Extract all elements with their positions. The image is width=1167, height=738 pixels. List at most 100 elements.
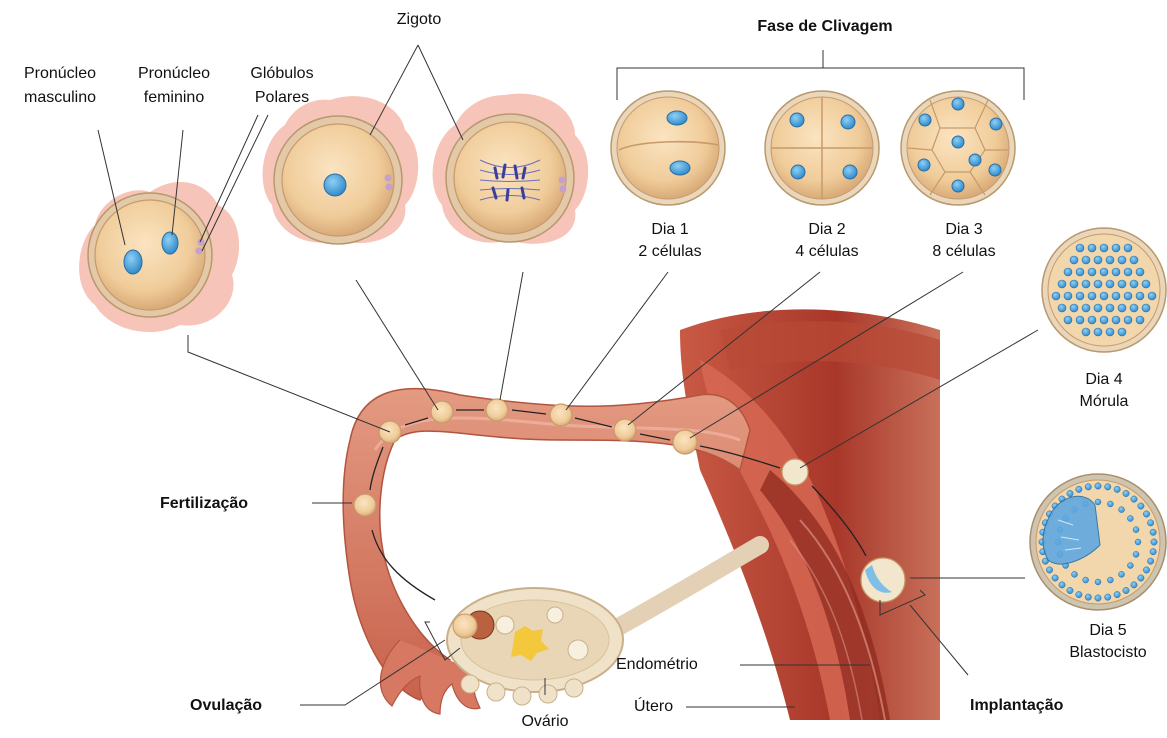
trophoblast-nucleus <box>1085 484 1091 490</box>
trophoblast-nucleus <box>1095 483 1101 489</box>
cell-nucleus <box>1100 292 1108 300</box>
trophoblast-nucleus <box>1123 587 1129 593</box>
trophoblast-nucleus <box>1147 520 1153 526</box>
trophoblast-nucleus <box>1143 567 1149 573</box>
cell-nucleus <box>1064 268 1072 276</box>
inner-nucleus <box>1119 507 1125 513</box>
cell-nucleus <box>1076 292 1084 300</box>
day3-8cells <box>901 91 1015 205</box>
cell-nucleus <box>1106 328 1114 336</box>
inner-nucleus <box>1095 579 1101 585</box>
day5-blastocyst <box>1030 474 1166 610</box>
cell-nucleus <box>1070 256 1078 264</box>
cell-nucleus <box>1094 328 1102 336</box>
ovulacao-label: Ovulação <box>190 696 300 716</box>
cell-nucleus <box>1112 244 1120 252</box>
cell-nucleus <box>1136 268 1144 276</box>
cell-nucleus <box>1130 304 1138 312</box>
pronucleo-feminino-label-line2: feminino <box>124 88 224 108</box>
cell-nucleus <box>1136 292 1144 300</box>
trophoblast-nucleus <box>1131 496 1137 502</box>
trophoblast-nucleus <box>1114 591 1120 597</box>
cell-nucleus <box>1070 280 1078 288</box>
trophoblast-nucleus <box>1095 595 1101 601</box>
trophoblast-nucleus <box>1076 486 1082 492</box>
trophoblast-nucleus <box>1052 575 1058 581</box>
dia2-label-line2: 4 células <box>785 242 869 262</box>
cell-nucleus <box>1100 268 1108 276</box>
endometrio-label: Endométrio <box>616 655 736 675</box>
trophoblast-nucleus <box>1138 575 1144 581</box>
cell-nucleus <box>1106 280 1114 288</box>
cell-nucleus <box>1124 316 1132 324</box>
day2-4cells <box>765 91 879 205</box>
cell-nucleus <box>1112 292 1120 300</box>
cell-nucleus <box>1094 256 1102 264</box>
cell-nucleus <box>1070 304 1078 312</box>
cell-nucleus <box>1088 292 1096 300</box>
dia4-label-line2: Mórula <box>1062 392 1146 412</box>
zigoto-label: Zigoto <box>384 10 454 30</box>
cell-nucleus <box>1094 304 1102 312</box>
day4-morula <box>1042 228 1166 352</box>
cell-nucleus <box>1112 316 1120 324</box>
dia3-label-line2: 8 células <box>922 242 1006 262</box>
cell-nucleus <box>1124 292 1132 300</box>
cell-nucleus <box>1118 256 1126 264</box>
globulos-polares-label-line2: Polares <box>232 88 332 108</box>
inner-nucleus <box>1127 563 1133 569</box>
trophoblast-nucleus <box>1067 490 1073 496</box>
ovario-label: Ovário <box>505 712 585 732</box>
cell-nucleus <box>1088 268 1096 276</box>
cell-nucleus <box>1130 280 1138 288</box>
cell-nucleus <box>1118 328 1126 336</box>
inner-nucleus <box>1107 577 1113 583</box>
cell-nucleus <box>1106 256 1114 264</box>
cell-nucleus <box>1142 280 1150 288</box>
fase-clivagem-title: Fase de Clivagem <box>740 17 910 37</box>
trophoblast-nucleus <box>1105 594 1111 600</box>
inner-nucleus <box>1133 527 1139 533</box>
pronucleo-masculino-label-line1: Pronúcleo <box>10 64 110 84</box>
dia4-label-line1: Dia 4 <box>1062 370 1146 390</box>
dia1-label-line1: Dia 1 <box>628 220 712 240</box>
globulos-polares-label-line1: Glóbulos <box>232 64 332 84</box>
dia3-label-line1: Dia 3 <box>922 220 1006 240</box>
trophoblast-nucleus <box>1085 594 1091 600</box>
cell-nucleus <box>1112 268 1120 276</box>
inner-nucleus <box>1119 571 1125 577</box>
trophoblast-nucleus <box>1114 486 1120 492</box>
cell-nucleus <box>1142 304 1150 312</box>
trophoblast-nucleus <box>1123 490 1129 496</box>
inner-nucleus <box>1095 499 1101 505</box>
inner-nucleus <box>1107 501 1113 507</box>
trophoblast-nucleus <box>1046 567 1052 573</box>
inner-nucleus <box>1071 571 1077 577</box>
cell-nucleus <box>1130 256 1138 264</box>
dia5-label-line1: Dia 5 <box>1058 621 1158 641</box>
cell-nucleus <box>1106 304 1114 312</box>
trophoblast-nucleus <box>1143 511 1149 517</box>
day1-2cells <box>611 91 725 205</box>
cell-nucleus <box>1088 316 1096 324</box>
inner-nucleus <box>1083 577 1089 583</box>
cell-nucleus <box>1118 304 1126 312</box>
trophoblast-nucleus <box>1150 549 1156 555</box>
cell-nucleus <box>1082 280 1090 288</box>
cell-nucleus <box>1124 268 1132 276</box>
pronucleo-feminino-label-line1: Pronúcleo <box>124 64 224 84</box>
inner-nucleus <box>1127 515 1133 521</box>
cell-nucleus <box>1076 268 1084 276</box>
trophoblast-nucleus <box>1105 484 1111 490</box>
utero-label: Útero <box>634 697 694 717</box>
dia2-label-line1: Dia 2 <box>785 220 869 240</box>
trophoblast-nucleus <box>1147 558 1153 564</box>
inner-nucleus <box>1133 551 1139 557</box>
zygote-mitosis-cell <box>433 94 589 244</box>
pronuclear-cell <box>79 182 239 332</box>
trophoblast-nucleus <box>1059 582 1065 588</box>
trophoblast-nucleus <box>1138 503 1144 509</box>
cell-nucleus <box>1082 328 1090 336</box>
